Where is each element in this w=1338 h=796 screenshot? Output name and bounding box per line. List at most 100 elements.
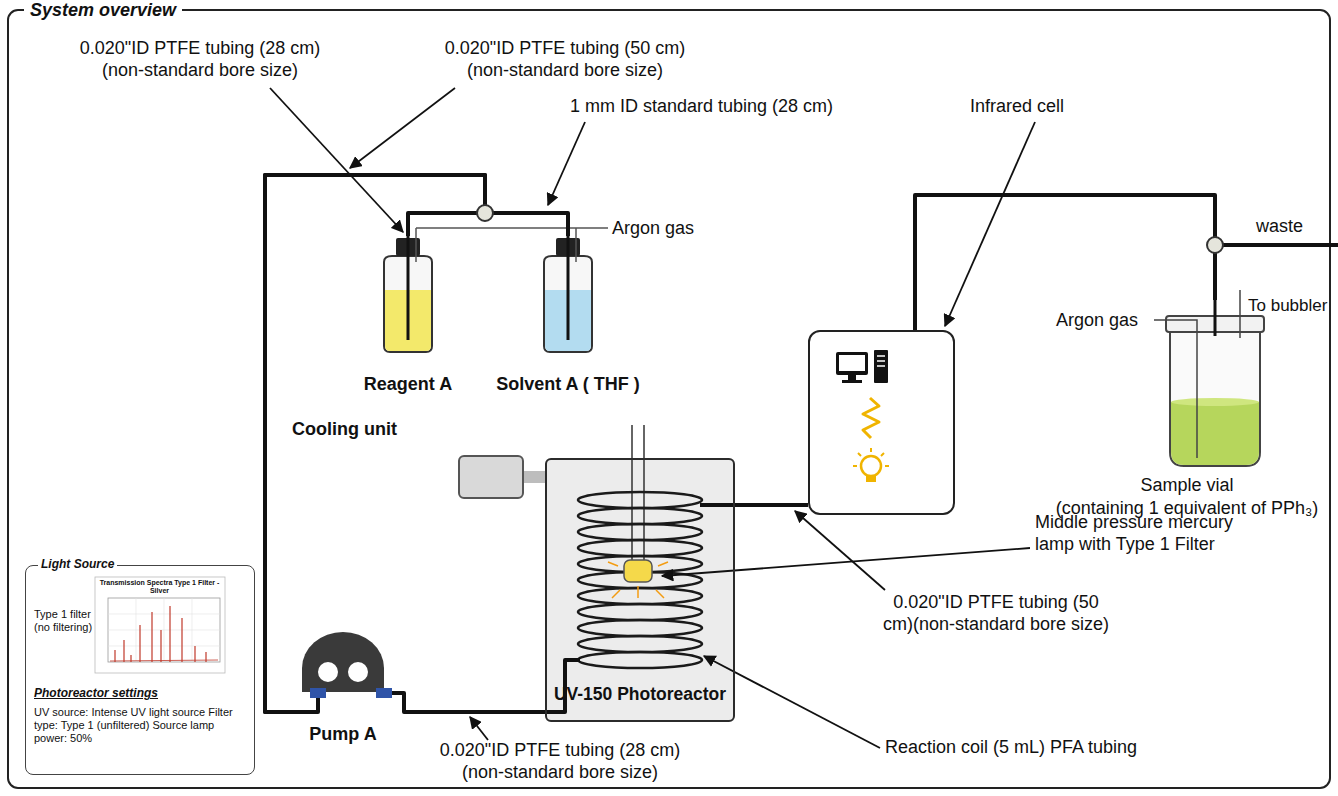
spectrum-peaks [115, 606, 206, 662]
pump-roller [347, 661, 369, 683]
valve [1207, 237, 1223, 253]
pump-roller [317, 661, 339, 683]
bulb [861, 456, 881, 476]
lamp-callout: Middle pressure mercury lamp with Type 1… [1035, 512, 1265, 555]
plot-area [108, 598, 220, 662]
outlet-label: waste [1256, 216, 1303, 238]
tubing-connector [265, 175, 568, 712]
vial-label: Sample vial [1042, 475, 1332, 497]
chart-ground [95, 577, 225, 673]
reactor-label: UV-150 Photoreactor [554, 684, 726, 705]
computer-tower [874, 350, 888, 383]
coil-winding [578, 492, 702, 508]
spectrum-chart-drawing [95, 577, 225, 673]
tubing-callout: 1 mm ID standard tubing (28 cm) [570, 96, 833, 118]
leader-arrow [350, 88, 455, 168]
overview-frame [8, 10, 1330, 788]
tower-slots [877, 356, 885, 366]
lamp-rays [608, 562, 668, 598]
tubing-callout: 0.020"ID PTFE tubing (50 cm)(non-standar… [880, 592, 1112, 635]
dip-tube [407, 236, 410, 340]
waste-line [1220, 243, 1338, 247]
liquid-surface [1171, 398, 1259, 406]
leader-arrows [270, 88, 1035, 748]
coil-tube [700, 503, 735, 507]
tubing-callout: 0.020"ID PTFE tubing (28 cm) (non-standa… [65, 38, 335, 81]
leader-arrow [945, 122, 1035, 326]
monitor-stand [848, 375, 856, 380]
coil-winding [578, 620, 702, 636]
spectrum-baseline [110, 660, 218, 661]
infrared-icons [836, 350, 889, 482]
diagram-title: System overview [24, 0, 182, 20]
leader-arrow [270, 88, 403, 232]
tubing-connector [410, 710, 545, 714]
pump-clamp [310, 688, 326, 698]
leader-arrow [795, 511, 885, 590]
tubing-connector [524, 471, 545, 483]
pump-clamp [376, 688, 392, 698]
argon-tube [415, 228, 417, 262]
peristaltic-pump: Pump A [298, 638, 410, 718]
coil-winding [578, 652, 702, 668]
reactor-fill [545, 458, 735, 722]
outlet-label: To bubbler [1248, 296, 1327, 316]
reaction-coil [578, 492, 702, 668]
bottle-label: Reagent A [364, 374, 452, 396]
settings-heading: Photoreactor settings [34, 686, 158, 700]
settings-text: UV source: Intense UV light source Filte… [34, 706, 246, 746]
coil-winding [578, 540, 702, 556]
cooling-label: Cooling unit [292, 419, 397, 441]
lamp-rod [643, 425, 645, 565]
gas-label: Argon gas [612, 218, 694, 240]
bulb-base [866, 476, 876, 482]
argon-line [1154, 320, 1197, 458]
vial-tube [1170, 332, 1260, 466]
tubing-connector [265, 175, 485, 712]
signal-zigzag [863, 398, 879, 438]
light-source-panel: Transmission Spectra Type 1 Filter - Sil… [25, 565, 255, 775]
tubing-connector [735, 503, 808, 507]
tubing-connector [915, 195, 1215, 330]
leader-arrow [470, 717, 488, 740]
bubbler-tube [1239, 290, 1241, 338]
leader-arrow [704, 656, 880, 748]
tubing-connectors [265, 175, 1215, 712]
panel-heading: Light Source [38, 557, 117, 571]
cooling-unit: Cooling unit [458, 455, 524, 499]
coil-winding [578, 604, 702, 620]
coil-winding [578, 508, 702, 524]
leader-arrow [662, 548, 1030, 576]
argon-line [416, 227, 608, 229]
inlet-tube [1214, 300, 1217, 336]
photoreactor-box: UV-150 Photoreactor [545, 458, 735, 722]
coil-winding [578, 636, 702, 652]
leader-arrow [548, 122, 585, 205]
pump-label: Pump A [309, 724, 376, 746]
gas-label: Argon gas [1056, 310, 1138, 332]
tubing-callout: 0.020"ID PTFE tubing (50 cm) (non-standa… [430, 38, 700, 81]
tubing-callout: 0.020"ID PTFE tubing (28 cm) (non-standa… [425, 740, 695, 783]
pump-head [302, 632, 384, 692]
bulb-rays [853, 448, 889, 466]
grid-lines [108, 598, 220, 662]
mercury-lamp [624, 560, 652, 582]
dip-tube [567, 236, 570, 340]
solvent-bottle-drawing [544, 228, 592, 352]
spectrum-chart: Transmission Spectra Type 1 Filter - Sil… [95, 577, 225, 673]
chart-title: Transmission Spectra Type 1 Filter - Sil… [95, 579, 225, 595]
coil-winding [578, 524, 702, 540]
solvent-bottle: Solvent A ( THF ) [540, 236, 596, 354]
filter-note: Type 1 filter (no filtering) [34, 608, 96, 634]
pump-tube [298, 698, 318, 712]
pump-drawing [298, 632, 410, 712]
lamp-rod [631, 425, 633, 565]
argon-tube [575, 228, 577, 262]
reagent-bottle-drawing [384, 228, 432, 352]
infrared-cell: Infrared cell [808, 330, 955, 515]
